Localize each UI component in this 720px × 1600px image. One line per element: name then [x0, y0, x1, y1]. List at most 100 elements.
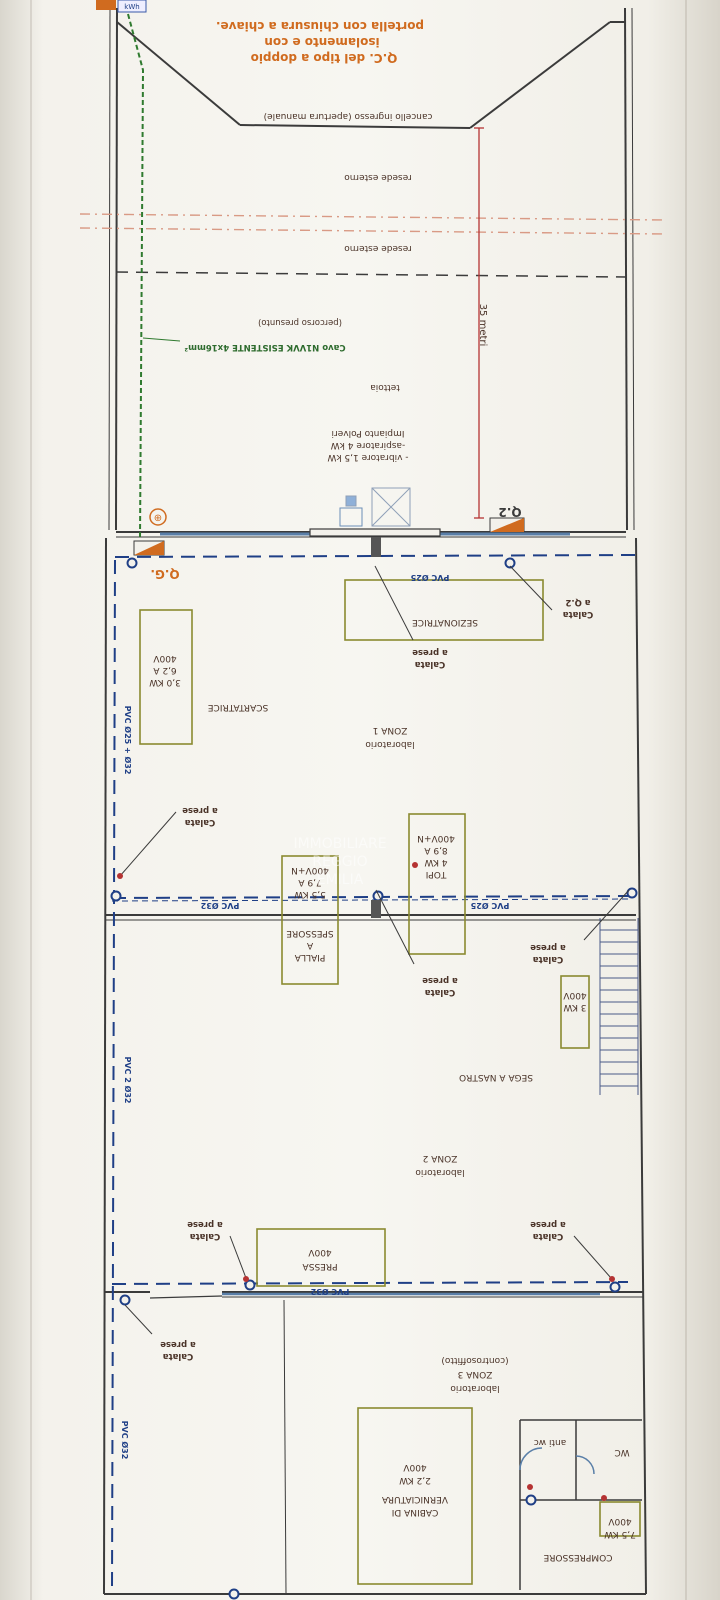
- pvc25-mid-label: PVC Ø25: [470, 901, 509, 911]
- scartatrice-label: SCARTATRICE: [207, 702, 268, 712]
- compressore-spec1: 7,5 KW: [604, 1529, 636, 1539]
- leader-calata-prese: [375, 889, 415, 965]
- yard-wall-left: [115, 7, 118, 531]
- pialla-spec3: 400V+N: [291, 865, 329, 875]
- wall-right: [635, 537, 647, 1595]
- cabina-line4: 400V: [402, 1462, 426, 1472]
- junction-box: [110, 890, 122, 902]
- pressa-line1: PRESSA: [302, 1261, 338, 1271]
- divider-zona2-zona3: [104, 1291, 644, 1299]
- qc-note-line1: portella con chiusura a chiave.: [216, 19, 424, 33]
- qc-note-line2: isolamento e con: [264, 35, 379, 49]
- sega-label: SEGA A NASTRO: [459, 1072, 533, 1082]
- conduit-left: [111, 559, 116, 1591]
- calata-prese-7b: Calata: [163, 1351, 194, 1361]
- junction-box: [119, 1294, 131, 1306]
- lab3-line3: (controsoffitto): [441, 1355, 508, 1365]
- calata-prese-6a: a prese: [530, 1219, 566, 1229]
- pialla-line2: A: [306, 940, 313, 950]
- front-wall: [116, 528, 626, 538]
- scartatrice-spec2: 6,2 A: [152, 665, 176, 675]
- pvc-left-top-label: PVC Ø25 + Ø32: [123, 706, 133, 775]
- gate-line-right: [469, 21, 611, 129]
- pressa-line2: 400V: [307, 1247, 331, 1257]
- junction-box: [525, 1494, 537, 1506]
- calata-prese-1b: Calata: [415, 659, 446, 669]
- leader-calata-q2: [509, 565, 553, 611]
- paper-fold: [685, 0, 687, 1600]
- pialla-spec2: 7,9 A: [297, 877, 321, 887]
- watermark: IMMOBILIARE REGGIO EMILIA: [293, 836, 386, 888]
- watermark-line2: REGGIO: [312, 854, 367, 870]
- calata-prese-5b: Calata: [190, 1231, 221, 1241]
- dust-line2: -aspiratore 4 kW: [331, 440, 406, 450]
- svg-text:⊕: ⊕: [154, 513, 162, 524]
- socket-drop: [601, 1495, 607, 1501]
- dust-line1: - vibratore 1,5 kW: [327, 452, 408, 462]
- calata-prese-2b: Calata: [185, 817, 216, 827]
- calata-prese-3a: a prese: [422, 975, 458, 985]
- calata-q2-line2: Calata: [563, 609, 594, 619]
- leader-calata-prese: [374, 565, 414, 641]
- compressore-spec2: 400V: [607, 1516, 631, 1526]
- canopy-edge: [115, 271, 627, 278]
- cable-route-label: (percorso presunto): [258, 317, 342, 327]
- junction-box: [504, 557, 516, 569]
- toupie-line1: TOPI: [426, 869, 448, 879]
- calata-prese-5a: a prese: [187, 1219, 223, 1229]
- junction-box: [626, 887, 638, 899]
- socket-drop: [527, 1484, 533, 1490]
- calata-prese-4b: Calata: [533, 954, 564, 964]
- calata-prese-1a: a prese: [412, 647, 448, 657]
- machine-sega: [560, 975, 590, 1049]
- calata-q2-line1: a Q.2: [565, 597, 590, 607]
- calata-prese-7a: a prese: [160, 1339, 196, 1349]
- leader-calata-prese: [124, 1304, 153, 1335]
- pialla-line1: PIALLA: [294, 952, 325, 962]
- conduit-low: [111, 1281, 629, 1285]
- junction-box: [126, 557, 138, 569]
- dust-line3: Impianto Polveri: [332, 428, 405, 438]
- qc-note-line3: Q.C. del tipo a doppio: [251, 51, 398, 65]
- lab2-line1: laboratorio: [415, 1167, 465, 1177]
- watermark-line1: IMMOBILIARE: [293, 836, 386, 852]
- wall-left: [103, 537, 107, 1595]
- panel-qg: ⊕: [133, 508, 167, 556]
- wall-penetration: [371, 537, 381, 918]
- yard-label-bottom: resede esterno: [344, 243, 412, 253]
- cable-leader: [142, 337, 181, 342]
- gate-label: cancello ingresso (apertura manuale): [264, 111, 433, 121]
- toupie-line2: 4 KW: [424, 857, 447, 867]
- machine-cabina: [357, 1407, 473, 1585]
- leader-calata-prese: [573, 1235, 612, 1279]
- pvc-left-low-label: PVC Ø32: [120, 1421, 130, 1460]
- cabina-line2: VERNICIATURA: [381, 1494, 448, 1504]
- socket-drop: [117, 873, 123, 879]
- pvc32-mid-label: PVC Ø32: [201, 901, 240, 911]
- pialla-spec1: 5,5 KW: [294, 889, 326, 899]
- machine-scartatrice: [139, 609, 193, 745]
- calata-prese-4a: a prese: [530, 942, 566, 952]
- leader-calata-prese: [583, 889, 630, 941]
- canopy-label: tettoia: [370, 382, 400, 392]
- conduit-mid: [111, 895, 633, 899]
- lab3-line2: ZONA 3: [458, 1369, 493, 1379]
- socket-drop: [609, 1276, 615, 1282]
- leader-calata-prese: [229, 1235, 247, 1279]
- distance-line: [474, 127, 484, 519]
- cable-label: Cavo N1VVK ESISTENTE 4x16mm²: [184, 342, 345, 352]
- scartatrice-spec1: 3,0 KW: [149, 677, 181, 687]
- gate-line-left: [116, 21, 241, 126]
- meter-box: kWh: [96, 0, 147, 13]
- anti-wc-label: anti wc: [534, 1437, 566, 1447]
- junction-box: [244, 1279, 256, 1291]
- wc-block: [519, 1419, 642, 1590]
- socket-drop: [243, 1276, 249, 1282]
- panel-q2: [489, 517, 525, 533]
- boundary-dash: [79, 213, 666, 221]
- lab2-line2: ZONA 2: [423, 1153, 458, 1163]
- lab3-line1: laboratorio: [450, 1383, 500, 1393]
- dust-extraction-unit: [339, 487, 411, 527]
